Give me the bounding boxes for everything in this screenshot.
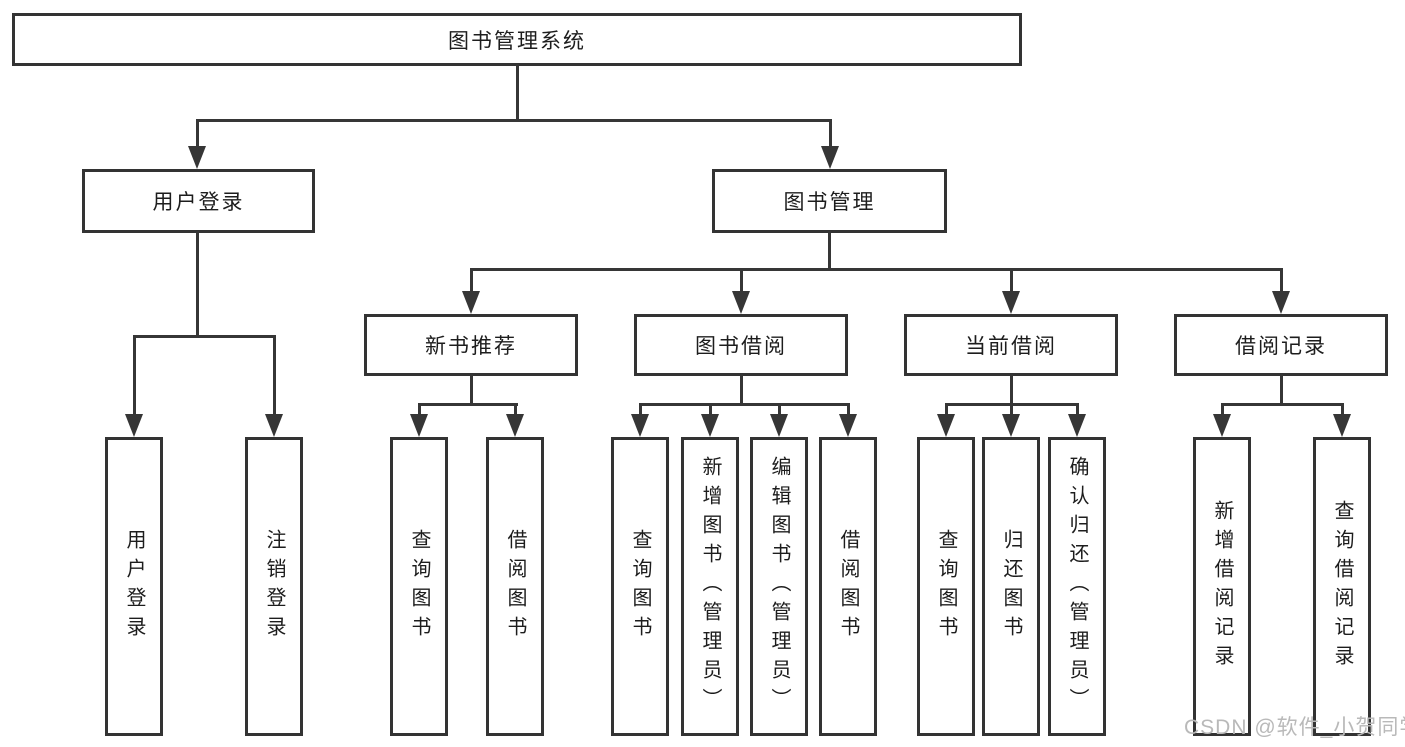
connector-book-borrowing-drop (740, 374, 743, 406)
leaf-bb-edit-books-admin-label: 编辑图书（管理员） (768, 456, 790, 717)
connector-borrowing-records-drop (1280, 374, 1283, 406)
connector-user-login-drop (196, 231, 199, 338)
connector-current-borrowing-drop (1010, 374, 1013, 406)
arrow-to-book-borrowing (732, 270, 750, 314)
leaf-cb-confirm-return-admin: 确认归还（管理员） (1048, 437, 1106, 736)
leaf-user-login: 用户登录 (105, 437, 163, 736)
leaf-cb-query-books-label: 查询图书 (935, 528, 957, 645)
leaf-bb-borrow-books-label: 借阅图书 (837, 528, 859, 645)
connector-book-borrowing-rail (639, 403, 850, 406)
leaf-br-add-record-label: 新增借阅记录 (1211, 499, 1233, 674)
arrow-to-br-add-record (1213, 405, 1231, 437)
arrow-to-new-book-recommend (462, 270, 480, 314)
arrow-to-bb-add-books (701, 405, 719, 437)
node-new-book-recommend: 新书推荐 (364, 314, 578, 376)
leaf-bb-edit-books-admin: 编辑图书（管理员） (750, 437, 808, 736)
arrow-to-user-login (188, 121, 206, 169)
node-new-book-recommend-label: 新书推荐 (425, 335, 517, 358)
leaf-br-query-record-label: 查询借阅记录 (1331, 499, 1353, 674)
leaf-user-login-label: 用户登录 (123, 528, 145, 645)
leaf-bb-borrow-books: 借阅图书 (819, 437, 877, 736)
arrow-to-bb-borrow-books (839, 405, 857, 437)
arrow-to-leaf-logout (265, 337, 283, 437)
connector-new-book-recommend-drop (470, 374, 473, 406)
leaf-nbr-query-books: 查询图书 (390, 437, 448, 736)
leaf-nbr-query-books-label: 查询图书 (408, 528, 430, 645)
leaf-nbr-borrow-books-label: 借阅图书 (504, 528, 526, 645)
arrow-to-current-borrowing (1002, 270, 1020, 314)
node-user-login-group: 用户登录 (82, 169, 315, 233)
arrow-to-book-management (821, 121, 839, 169)
leaf-cb-confirm-return-admin-label: 确认归还（管理员） (1066, 456, 1088, 717)
leaf-logout-label: 注销登录 (263, 528, 285, 645)
leaf-cb-return-books-label: 归还图书 (1000, 528, 1022, 645)
arrow-to-nbr-borrow-books (506, 405, 524, 437)
node-user-login-group-label: 用户登录 (152, 191, 245, 214)
connector-new-book-recommend-rail (418, 403, 518, 406)
connector-level2-rail (196, 119, 832, 122)
node-book-management-group: 图书管理 (712, 169, 947, 233)
leaf-bb-query-books-label: 查询图书 (629, 528, 651, 645)
leaf-bb-query-books: 查询图书 (611, 437, 669, 736)
leaf-bb-add-books-admin-label: 新增图书（管理员） (699, 456, 721, 717)
node-current-borrowing-label: 当前借阅 (965, 335, 1057, 358)
node-library-system: 图书管理系统 (12, 13, 1022, 66)
csdn-watermark: CSDN @软件_小贺同学 (1184, 716, 1405, 739)
connector-borrowing-records-rail (1221, 403, 1344, 406)
connector-user-login-rail (133, 335, 276, 338)
node-book-management-group-label: 图书管理 (783, 191, 876, 214)
arrow-to-cb-query-books (937, 405, 955, 437)
leaf-cb-query-books: 查询图书 (917, 437, 975, 736)
connector-root-drop (516, 64, 519, 122)
arrow-to-br-query-record (1333, 405, 1351, 437)
leaf-cb-return-books: 归还图书 (982, 437, 1040, 736)
node-book-borrowing: 图书借阅 (634, 314, 848, 376)
arrow-to-borrowing-records (1272, 270, 1290, 314)
leaf-nbr-borrow-books: 借阅图书 (486, 437, 544, 736)
arrow-to-bb-query-books (631, 405, 649, 437)
leaf-br-query-record: 查询借阅记录 (1313, 437, 1371, 736)
leaf-logout: 注销登录 (245, 437, 303, 736)
arrow-to-cb-return-books (1002, 405, 1020, 437)
node-borrowing-records-label: 借阅记录 (1235, 335, 1327, 358)
node-current-borrowing: 当前借阅 (904, 314, 1118, 376)
connector-book-management-drop (828, 231, 831, 271)
arrow-to-bb-edit-books (770, 405, 788, 437)
leaf-br-add-record: 新增借阅记录 (1193, 437, 1251, 736)
node-library-system-label: 图书管理系统 (448, 29, 586, 53)
arrow-to-nbr-query-books (410, 405, 428, 437)
connector-level3-rail (470, 268, 1283, 271)
node-borrowing-records: 借阅记录 (1174, 314, 1388, 376)
arrow-to-leaf-user-login (125, 337, 143, 437)
node-book-borrowing-label: 图书借阅 (695, 335, 787, 358)
arrow-to-cb-confirm-return (1068, 405, 1086, 437)
leaf-bb-add-books-admin: 新增图书（管理员） (681, 437, 739, 736)
